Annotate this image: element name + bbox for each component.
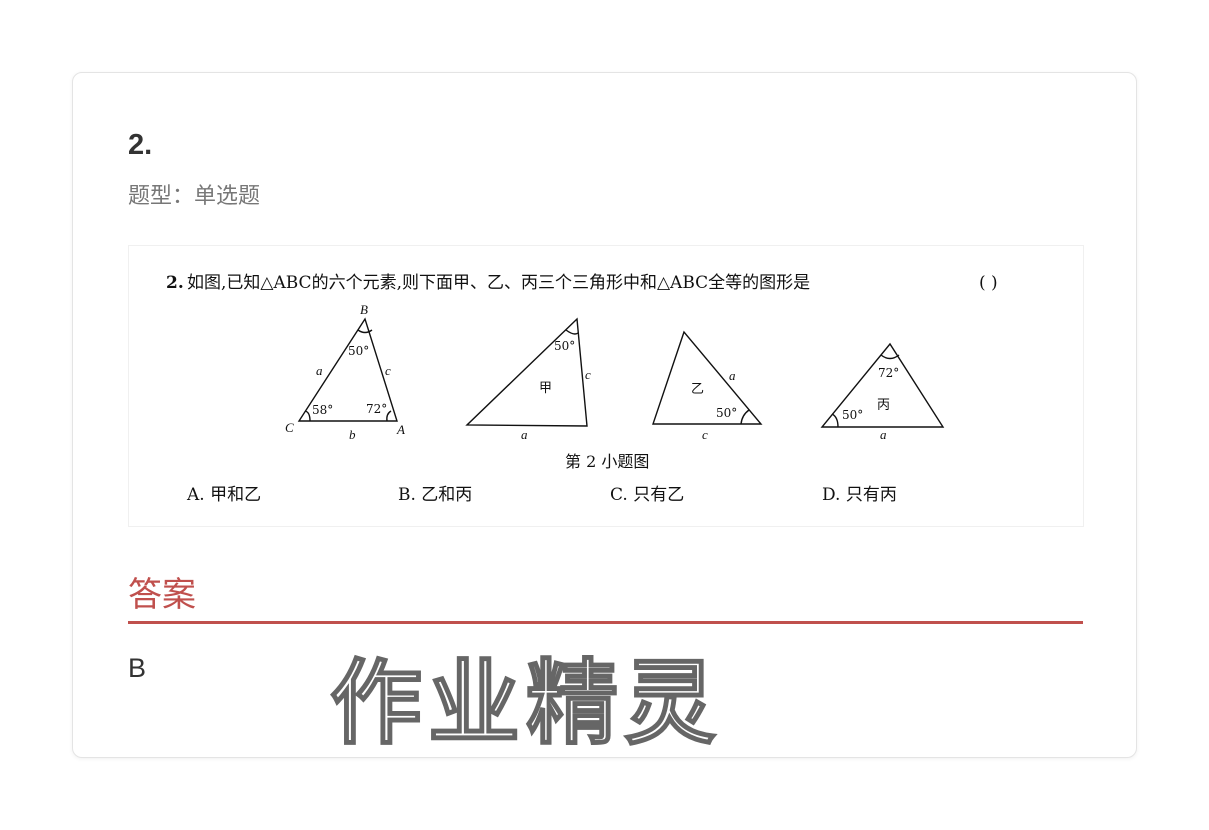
jia-name: 甲 [539,381,552,396]
triangle-bing [820,342,945,428]
option-c[interactable]: C. 只有乙 [610,485,684,505]
yi-side-c: c [702,427,708,442]
side-a: a [316,363,323,378]
label-A: A [396,422,405,437]
bing-name: 丙 [877,398,890,413]
figure-caption: 第 2 小题图 [565,452,649,471]
bing-angle-top: 72° [878,366,899,380]
option-d[interactable]: D. 只有丙 [822,485,897,505]
angle-B: 50° [348,344,369,358]
angle-A: 72° [366,402,387,416]
yi-angle: 50° [716,406,737,420]
side-b: b [349,427,356,442]
triangle-jia [465,317,588,427]
question-number: 2. [128,129,153,161]
bing-angle-left: 50° [842,408,863,422]
label-C: C [285,420,294,435]
option-a[interactable]: A. 甲和乙 [186,485,261,505]
answer-divider [128,621,1083,624]
stem-number: 2. [166,273,184,293]
bing-side-a: a [880,427,887,442]
jia-side-a: a [521,427,528,442]
yi-name: 乙 [691,382,704,397]
question-type: 题型：单选题 [128,184,261,209]
answer-value: B [128,653,147,683]
option-b[interactable]: B. 乙和丙 [398,485,472,505]
triangle-abc [297,317,398,422]
jia-side-c: c [585,367,591,382]
jia-angle: 50° [554,339,575,353]
angle-C: 58° [312,403,333,417]
side-c: c [385,363,391,378]
yi-side-a: a [729,368,736,383]
answer-title: 答案 [128,575,196,615]
question-stem: 如图,已知△ABC的六个元素,则下面甲、乙、丙三个三角形中和△ABC全等的图形是 [187,273,810,293]
label-B: B [360,302,368,317]
triangle-yi [652,330,763,425]
question-card: 2. 题型：单选题 2. 如图,已知△ABC的六个元素,则下面甲、乙、丙三个三角… [72,72,1137,758]
question-image: 2. 如图,已知△ABC的六个元素,则下面甲、乙、丙三个三角形中和△ABC全等的… [128,245,1084,527]
answer-paren: ( ) [979,273,998,293]
